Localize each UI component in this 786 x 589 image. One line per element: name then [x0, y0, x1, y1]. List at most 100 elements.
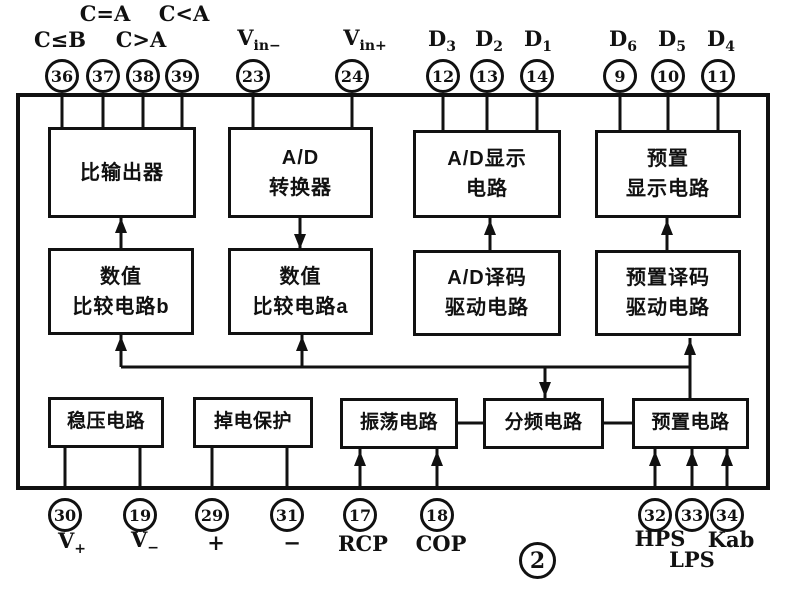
arrow-down-to-freq-div — [539, 382, 551, 397]
block-label: 稳压电路 — [66, 411, 145, 433]
block-label: 电路 — [466, 178, 508, 200]
ic-outline — [16, 93, 770, 490]
figure-number: 2 — [519, 542, 556, 579]
block-label: 数值 — [279, 265, 322, 288]
block-power-loss-protection: 掉电保护 — [193, 397, 313, 448]
arrow-up-to-osc-cop — [431, 451, 443, 466]
pin-number: 31 — [275, 505, 299, 525]
label-d1: D1 — [524, 26, 552, 55]
pin-number: 17 — [348, 505, 372, 525]
pin-14: 14 — [520, 59, 554, 93]
pin-number: 33 — [680, 505, 704, 525]
block-ad-decode-driver: A/D译码 驱动电路 — [413, 250, 561, 336]
block-label: 分频电路 — [504, 412, 583, 434]
pin-number: 30 — [53, 505, 77, 525]
bottom-pin-stubs — [63, 448, 733, 487]
block-preset-circuit: 预置电路 — [632, 398, 749, 449]
bus-lines — [115, 334, 696, 400]
arrow-up-to-ad-disp — [484, 220, 496, 235]
block-voltage-regulator: 稳压电路 — [48, 397, 164, 448]
arrow-up-to-preset-decode — [684, 340, 696, 355]
pin-13: 13 — [470, 59, 504, 93]
pin-9: 9 — [603, 59, 637, 93]
arrow-down-to-num-comp-a — [294, 234, 306, 249]
label-minus: − — [283, 530, 301, 555]
label-d4: D4 — [707, 26, 735, 55]
pin-23: 23 — [236, 59, 270, 93]
pin-number: 10 — [656, 66, 680, 86]
block-label: 预置电路 — [651, 412, 730, 434]
label-vin-plus: Vin+ — [343, 25, 387, 54]
pin-11: 11 — [701, 59, 735, 93]
label-plus: + — [207, 530, 225, 555]
block-label: 比较电路b — [72, 295, 170, 318]
label-rcp: RCP — [338, 531, 388, 556]
block-label: 振荡电路 — [359, 412, 438, 434]
pin-10: 10 — [651, 59, 685, 93]
block-label: 驱动电路 — [626, 297, 710, 319]
pin-number: 32 — [643, 505, 667, 525]
pin-number: 24 — [340, 66, 364, 86]
block-preset-display-circuit: 预置 显示电路 — [595, 130, 741, 218]
block-label: 数值 — [100, 265, 142, 288]
block-label: 比输出器 — [80, 161, 164, 184]
block-oscillator: 振荡电路 — [340, 398, 458, 449]
pin-number: 38 — [131, 66, 155, 86]
pin-number: 11 — [706, 66, 730, 86]
pin-37: 37 — [86, 59, 120, 93]
pin-number: 39 — [170, 66, 194, 86]
row1-row2-connectors — [115, 216, 673, 252]
block-ad-converter: A/D 转换器 — [228, 127, 373, 218]
pin-18: 18 — [420, 498, 454, 532]
pin-number: 29 — [200, 505, 224, 525]
label-c-gt-a: C>A — [115, 27, 167, 52]
block-label: A/D译码 — [447, 267, 527, 289]
pin-number: 19 — [128, 505, 152, 525]
arrow-up-to-preset-hps — [649, 451, 661, 466]
label-d6: D6 — [609, 26, 637, 55]
pin-number: 34 — [715, 505, 739, 525]
pin-number: 18 — [425, 505, 449, 525]
pin-19: 19 — [123, 498, 157, 532]
block-frequency-divider: 分频电路 — [483, 398, 604, 449]
pin-12: 12 — [426, 59, 460, 93]
block-label: 预置 — [647, 148, 689, 170]
block-label: 转换器 — [269, 176, 332, 199]
pin-number: 9 — [614, 66, 626, 86]
label-c-le-b: C≤B — [33, 27, 87, 52]
block-label: A/D显示 — [447, 148, 527, 170]
pin-34: 34 — [710, 498, 744, 532]
block-label: 驱动电路 — [445, 297, 529, 319]
arrow-up-to-num-comp-b — [115, 336, 127, 351]
block-preset-decode-driver: 预置译码 驱动电路 — [595, 250, 741, 336]
top-pin-stubs — [60, 93, 720, 130]
block-label: A/D — [281, 146, 320, 169]
pin-number: 13 — [475, 66, 499, 86]
pin-number: 37 — [91, 66, 115, 86]
pin-number: 23 — [241, 66, 265, 86]
pin-number: 14 — [525, 66, 549, 86]
label-vin-minus: Vin− — [237, 25, 281, 54]
pin-number: 36 — [50, 66, 74, 86]
block-comparison-output: 比输出器 — [48, 127, 196, 218]
block-numeric-compare-b: 数值 比较电路b — [48, 248, 194, 335]
pin-17: 17 — [343, 498, 377, 532]
arrow-up-to-num-comp-a2 — [296, 336, 308, 351]
label-d2: D2 — [475, 26, 503, 55]
label-c-eq-a: C=A — [79, 1, 131, 26]
block-label: 比较电路a — [252, 295, 349, 318]
pin-30: 30 — [48, 498, 82, 532]
block-numeric-compare-a: 数值 比较电路a — [228, 248, 373, 335]
pin-24: 24 — [335, 59, 369, 93]
arrow-up-to-preset-lps — [686, 451, 698, 466]
pin-39: 39 — [165, 59, 199, 93]
pin-38: 38 — [126, 59, 160, 93]
pin-31: 31 — [270, 498, 304, 532]
pin-29: 29 — [195, 498, 229, 532]
label-lps: LPS — [669, 547, 715, 572]
block-label: 显示电路 — [626, 178, 710, 200]
block-ad-display-circuit: A/D显示 电路 — [413, 130, 561, 218]
block-label: 掉电保护 — [213, 411, 292, 433]
